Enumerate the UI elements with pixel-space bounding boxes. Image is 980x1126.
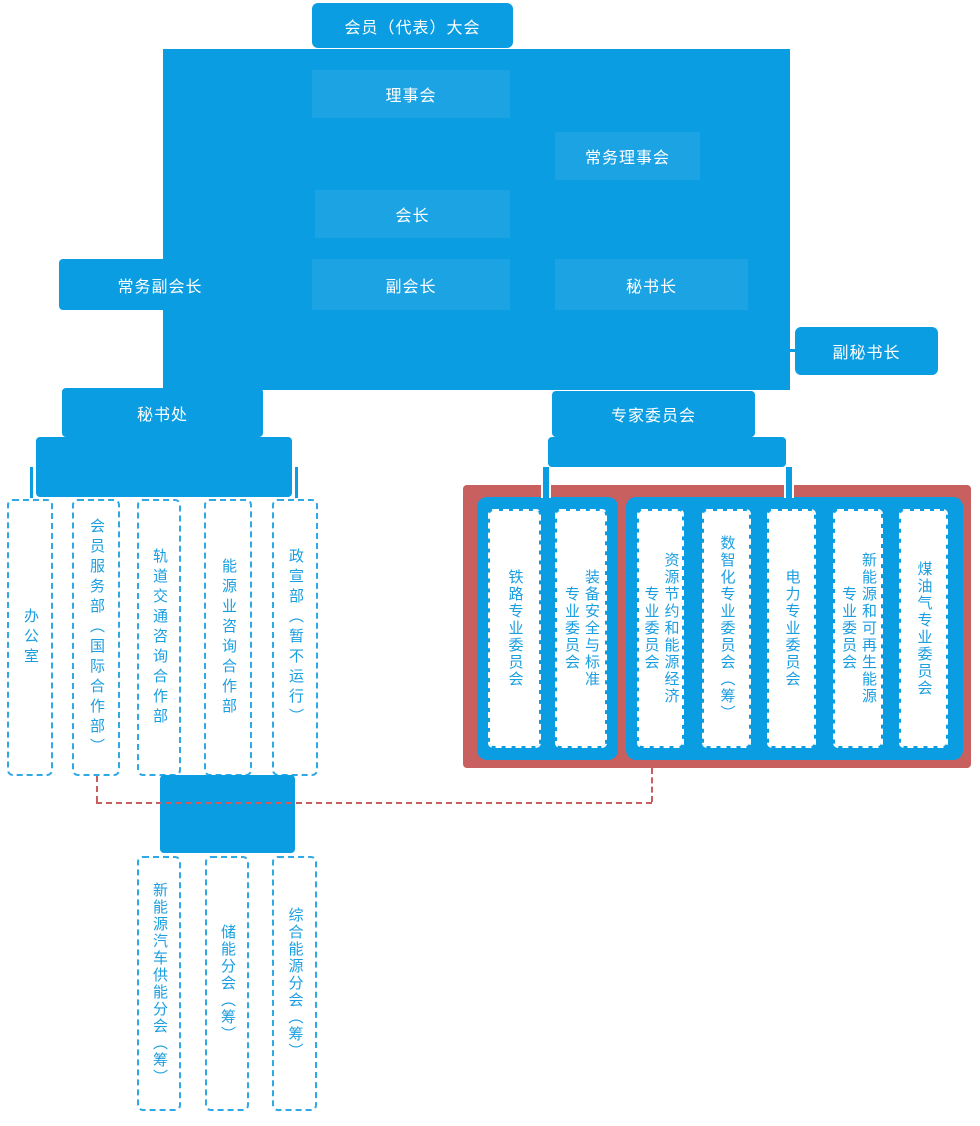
node-general-assembly: 会员（代表）大会 [312,3,513,48]
committee-equipment-safety-standards: 装备安全与标准 专业委员会 [555,509,607,748]
branch-nev-energy-supply-label: 新能源汽车供能分会（筹） [151,881,168,1086]
node-vice-president-label: 副会长 [385,278,437,296]
committee-new-renewable-energy: 新能源和可再生能源 专业委员会 [833,509,883,748]
node-standing-council: 常务理事会 [555,132,700,180]
committee-railway-label: 铁路专业委员会 [506,569,524,688]
dept-energy-consulting: 能源业咨询合作部 [204,499,252,776]
node-standing-council-label: 常务理事会 [584,150,670,167]
branch-integrated-energy: 综合能源分会（筹） [272,856,317,1111]
expert-drop-left [541,467,551,498]
red-dashed-connector-horizontal [96,802,652,804]
secretariat-drop-left [30,467,33,498]
dept-office: 办公室 [7,499,53,776]
dept-publicity-label: 政宣部（暂不运行） [287,547,304,728]
node-president: 会长 [315,190,510,238]
node-secretary-general: 秘书长 [555,259,748,310]
node-exec-vice-president-label: 常务副会长 [117,278,203,296]
committee-digital-intelligence: 数智化专业委员会（筹） [702,509,751,748]
dept-energy-consulting-label: 能源业咨询合作部 [220,557,237,718]
node-president-label: 会长 [395,208,430,225]
node-expert-committee: 专家委员会 [552,391,755,437]
dept-member-service: 会员服务部（国际合作部） [72,499,120,776]
node-secretariat-label: 秘书处 [136,406,188,424]
node-expert-committee-label: 专家委员会 [610,408,696,425]
node-secretariat: 秘书处 [62,388,263,437]
secretariat-connector-bar [36,437,292,497]
dept-office-label: 办公室 [22,607,39,668]
committee-railway: 铁路专业委员会 [488,509,541,748]
expert-drop-right [784,467,794,498]
connector-deputy-secretary [786,349,795,352]
expert-connector-bar [548,437,786,467]
committee-resource-energy-economy: 资源节约和能源经济 专业委员会 [637,509,684,748]
trunk-main [163,49,790,390]
committee-coal-oil-gas-label: 煤油气专业委员会 [915,560,933,697]
dept-member-service-label: 会员服务部（国际合作部） [88,517,105,758]
node-secretary-general-label: 秘书长 [625,278,677,296]
dept-publicity: 政宣部（暂不运行） [272,499,318,776]
dept-rail-transit-consulting-label: 轨道交通咨询合作部 [151,547,168,728]
node-vice-president: 副会长 [312,259,510,310]
dept-rail-transit-consulting: 轨道交通咨询合作部 [137,499,181,776]
branch-connector-block [160,775,295,853]
branch-integrated-energy-label: 综合能源分会（筹） [286,907,304,1060]
branch-energy-storage: 储能分会（筹） [205,856,249,1111]
red-dashed-connector-left-vertical [96,776,98,802]
red-dashed-connector-right-vertical [651,768,653,802]
node-council: 理事会 [312,70,510,118]
committee-equipment-safety-standards-label: 装备安全与标准 专业委员会 [563,569,600,688]
node-deputy-secretary-general: 副秘书长 [795,327,938,375]
node-council-label: 理事会 [385,88,437,105]
branch-nev-energy-supply: 新能源汽车供能分会（筹） [137,856,181,1111]
node-general-assembly-label: 会员（代表）大会 [344,19,481,37]
committee-electric-power: 电力专业委员会 [767,509,816,748]
committee-resource-energy-economy-label: 资源节约和能源经济 专业委员会 [642,552,680,705]
committee-electric-power-label: 电力专业委员会 [783,569,801,688]
node-deputy-secretary-general-label: 副秘书长 [832,345,901,362]
secretariat-drop-right [295,467,298,498]
branch-energy-storage-label: 储能分会（筹） [219,924,236,1043]
committee-new-renewable-energy-label: 新能源和可再生能源 专业委员会 [840,552,877,705]
node-exec-vice-president: 常务副会长 [59,259,261,310]
committee-digital-intelligence-label: 数智化专业委员会（筹） [718,535,736,722]
committee-coal-oil-gas: 煤油气专业委员会 [899,509,948,748]
